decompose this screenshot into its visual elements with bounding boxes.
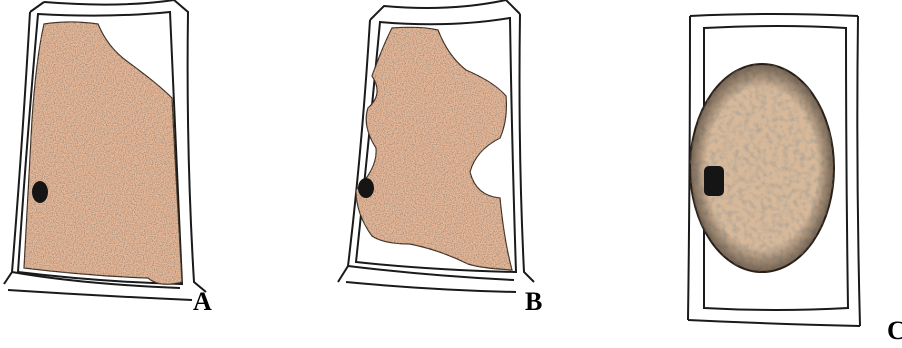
nucleus-a xyxy=(32,181,48,203)
cell-wall-a-bottom xyxy=(8,290,192,300)
nucleus-b xyxy=(358,178,374,198)
cell-b xyxy=(338,0,534,292)
cell-a xyxy=(4,0,206,300)
label-b: B xyxy=(525,289,542,315)
label-c: C xyxy=(887,318,902,344)
nucleus-c xyxy=(704,166,724,196)
label-a: A xyxy=(193,289,212,315)
cell-c xyxy=(688,14,860,326)
cell-wall-b-bottom xyxy=(346,282,516,292)
